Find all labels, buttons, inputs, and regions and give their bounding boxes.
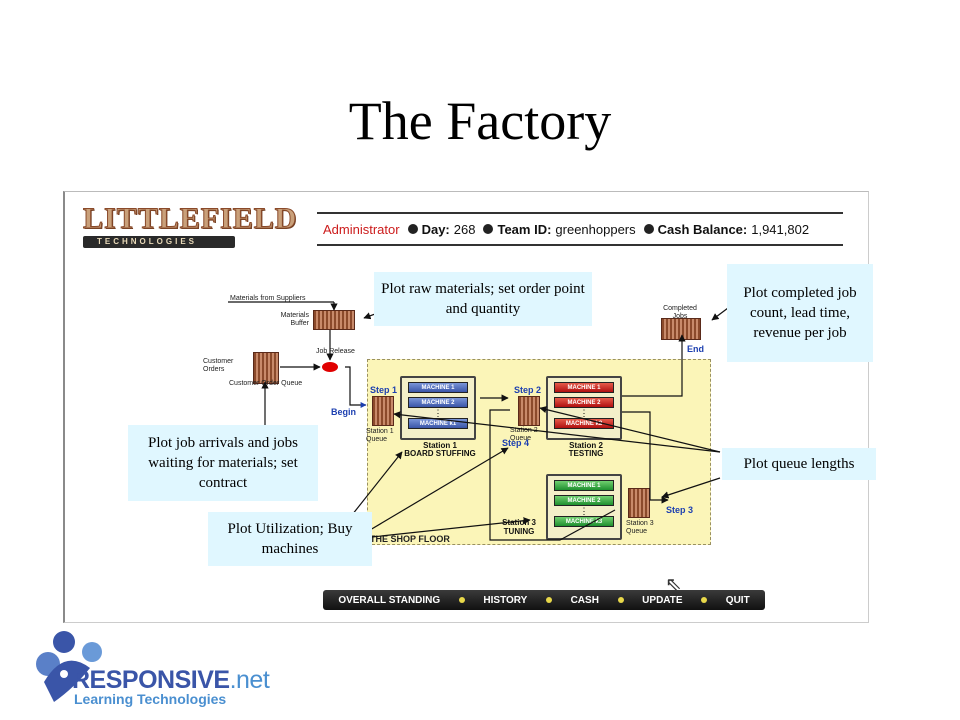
callout-queue-lengths: Plot queue lengths: [722, 448, 876, 480]
begin-label: Begin: [331, 407, 357, 417]
menu-history[interactable]: HISTORY: [483, 594, 528, 606]
materials-from-suppliers-label: Materials from Suppliers: [230, 295, 306, 302]
more-icon: ⋮: [433, 408, 443, 418]
flow-line: [622, 334, 686, 397]
responsive-mark-icon: [36, 631, 102, 702]
station-2-step-4: Step 4: [502, 438, 530, 448]
menu-update[interactable]: UPDATE: [642, 594, 683, 606]
station-3-step: Step 3: [666, 505, 694, 515]
materials-buffer-label: Materials Buffer: [280, 312, 309, 327]
menu-overall-standing[interactable]: OVERALL STANDING: [338, 594, 441, 606]
machine[interactable]: MACHINE 1: [408, 382, 468, 393]
station-1-queue-label: Station 1 Queue: [366, 428, 394, 443]
team-label: Team ID:: [497, 221, 552, 237]
bottom-menu: OVERALL STANDING HISTORY CASH UPDATE QUI…: [323, 590, 765, 610]
machine[interactable]: MACHINE 2: [554, 495, 614, 506]
callout-arrow: [711, 307, 729, 321]
brand-subtitle: Learning Technologies: [74, 691, 227, 707]
bullet-icon: [643, 224, 654, 234]
station-1-step: Step 1: [370, 385, 398, 395]
machine[interactable]: MACHINE 2: [554, 397, 614, 408]
completed-jobs-label: Completed Jobs: [663, 305, 697, 320]
cash-label: Cash Balance:: [657, 221, 748, 237]
callout-raw-materials: Plot raw materials; set order point and …: [374, 272, 592, 326]
brand-name: RESPONSIVE.net: [72, 666, 270, 694]
status-bar: Administrator Day: 268 Team ID: greenhop…: [317, 212, 843, 246]
flow-line: [489, 409, 616, 541]
shop-floor-label: THE SHOP FLOOR: [370, 534, 450, 544]
callout-utilization: Plot Utilization; Buy machines: [208, 512, 372, 566]
callout-arrow: [351, 451, 403, 516]
job-release-dot: [322, 362, 338, 372]
callout-completed-jobs: Plot completed job count, lead time, rev…: [727, 264, 873, 362]
littlefield-screen: LITTLEFIELD TECHNOLOGIES Administrator D…: [63, 191, 869, 623]
callout-job-arrivals: Plot job arrivals and jobs waiting for m…: [128, 425, 318, 501]
callout-arrow: [539, 406, 721, 453]
callout-arrow: [371, 517, 531, 538]
station-3-queue-label: Station 3 Queue: [626, 520, 654, 535]
station-2-step: Step 2: [514, 385, 542, 395]
status-user[interactable]: Administrator: [323, 221, 400, 237]
station-3-queue[interactable]: [628, 488, 650, 518]
day-label: Day:: [421, 221, 450, 237]
customer-orders-label: Customer Orders: [203, 358, 234, 373]
callout-arrow: [369, 447, 509, 531]
responsive-logo: RESPONSIVE.net Learning Technologies: [30, 628, 270, 708]
station-3-name: Station 3: [502, 518, 536, 527]
station-1-queue[interactable]: [372, 396, 394, 426]
callout-arrow: [393, 411, 721, 453]
bullet-icon: [617, 597, 624, 603]
machine[interactable]: MACHINE 2: [408, 397, 468, 408]
end-label: End: [687, 344, 704, 354]
flow-line: [622, 411, 669, 504]
machine[interactable]: MACHINE 1: [554, 382, 614, 393]
callout-arrow: [661, 477, 721, 499]
slide-title: The Factory: [348, 91, 612, 151]
bullet-icon: [701, 597, 708, 603]
bullet-icon: [458, 597, 465, 603]
job-release-label: Job Release: [316, 348, 355, 355]
station-3-process: TUNING: [503, 527, 535, 536]
menu-quit[interactable]: QUIT: [725, 594, 750, 606]
more-icon: ⋮: [579, 506, 589, 516]
station-2-name: Station 2: [569, 441, 603, 450]
bullet-icon: [483, 224, 494, 234]
day-value: 268: [453, 221, 476, 237]
station-1-box[interactable]: MACHINE 1 MACHINE 2 ⋮ MACHINE k1: [400, 376, 476, 440]
more-icon: ⋮: [579, 408, 589, 418]
station-2-process: TESTING: [568, 449, 604, 458]
menu-cash[interactable]: CASH: [570, 594, 599, 606]
machine[interactable]: MACHINE k1: [408, 418, 468, 429]
team-value: greenhoppers: [555, 221, 636, 237]
station-1-name: Station 1: [423, 441, 457, 450]
station-2-queue-label: Station 2 Queue: [510, 427, 538, 442]
flow-line: [345, 366, 367, 408]
bullet-icon: [407, 224, 418, 234]
station-3-box[interactable]: MACHINE 1 MACHINE 2 ⋮ MACHINE k3: [546, 474, 622, 540]
station-1-process: BOARD STUFFING: [404, 449, 476, 458]
bullet-icon: [545, 597, 552, 603]
cash-value: 1,941,802: [751, 221, 810, 237]
machine[interactable]: MACHINE 1: [554, 480, 614, 491]
shop-floor: Step 1 Station 1 Queue MACHINE 1 MACHINE…: [366, 359, 711, 545]
